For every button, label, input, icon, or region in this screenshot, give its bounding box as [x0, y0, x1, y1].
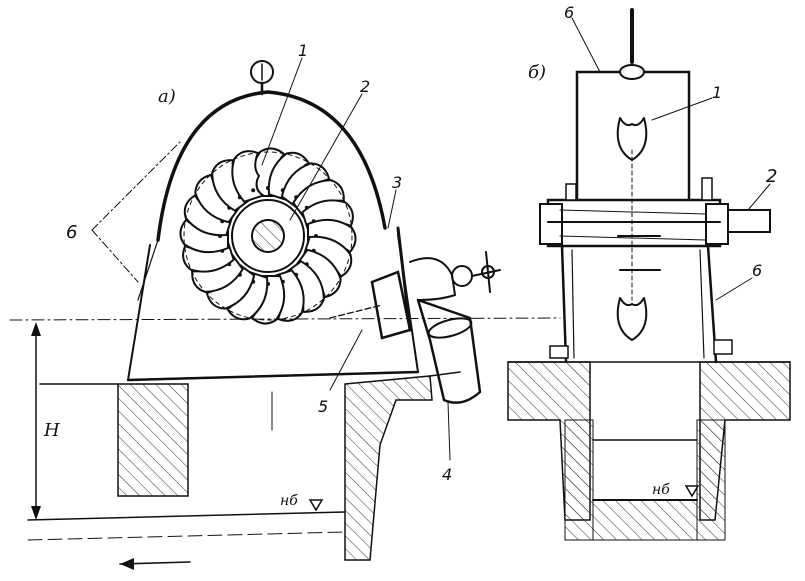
front-bucket-upper [616, 117, 648, 161]
front-upper-casing [575, 70, 691, 204]
front-lifting-nut [619, 64, 645, 80]
side-ground-line-right [429, 371, 461, 377]
front-view-label: б) [528, 62, 546, 83]
runner-pitch-circle [183, 151, 353, 321]
side-2-leader [289, 93, 363, 221]
front-lower-casing-inner-right [699, 249, 705, 359]
front-bolt-left [565, 183, 577, 201]
front-pit-wall-left [564, 419, 594, 541]
side-view: а) 1 2 3 4 5 6 Н нб [9, 41, 561, 570]
front-foot-right [713, 339, 733, 355]
front-2-leader [747, 183, 771, 211]
side-foundation-left [117, 383, 189, 497]
side-tailwater-label: нб [280, 493, 298, 509]
front-callout-6-top: 6 [564, 3, 574, 22]
side-6-leader-upper [91, 141, 181, 231]
front-1-leader [651, 97, 713, 121]
side-5-leader [329, 329, 363, 391]
side-pipe-flange [427, 317, 473, 339]
dimension-h-label: Н [43, 420, 60, 441]
front-6-side-leader [715, 277, 753, 301]
side-valve-icon [451, 265, 473, 287]
side-callout-4: 4 [442, 465, 452, 484]
side-nozzle-flange [396, 226, 412, 332]
side-valve-handwheel-bar [485, 251, 491, 293]
front-6-top-leader [571, 17, 601, 73]
side-pipe-bend [409, 257, 456, 301]
front-foot-left [549, 345, 569, 359]
side-callout-1: 1 [298, 41, 308, 60]
side-jet-line [329, 304, 383, 319]
runner-disc [231, 199, 305, 273]
front-bolt-right [701, 177, 713, 201]
side-callout-3: 3 [392, 173, 402, 192]
front-lower-casing-inner-left [571, 249, 575, 359]
front-bearing-left [539, 203, 563, 245]
side-callout-6: 6 [66, 222, 77, 243]
front-tailwater-label: нб [652, 482, 670, 498]
front-callout-2: 2 [766, 166, 777, 187]
side-3-leader [387, 189, 397, 229]
runner-shaft [251, 219, 285, 253]
side-supply-pipe [416, 298, 482, 404]
dimension-h-arrow-bottom-icon [31, 506, 41, 520]
runner-bolt [251, 188, 256, 193]
side-callout-5: 5 [318, 397, 328, 416]
front-view: б) 6 1 2 6 нб [507, 3, 791, 541]
side-6-leader-lower [91, 229, 139, 283]
front-beam-line-a [559, 209, 707, 215]
side-water-level-icon [308, 499, 324, 512]
front-bucket-lower [616, 297, 648, 341]
side-casing-edge [137, 239, 159, 301]
front-callout-6-side: 6 [752, 261, 762, 280]
jet-axis-line [9, 317, 561, 321]
dimension-h-arrow-top-icon [31, 322, 41, 336]
side-valve-spindle [471, 269, 501, 277]
side-casing [156, 90, 387, 242]
side-water-surface [27, 531, 346, 541]
side-foundation-right [344, 375, 433, 561]
front-shaft [727, 209, 771, 233]
side-flow-arrow-icon [120, 558, 134, 570]
side-1-leader [261, 57, 303, 166]
runner-buckets [179, 147, 357, 325]
side-casing-base [126, 370, 420, 382]
front-pit-floor [592, 499, 698, 541]
side-4-leader [447, 401, 451, 461]
side-view-label: а) [158, 86, 176, 107]
front-callout-1: 1 [712, 83, 722, 102]
front-beam-line-b [559, 235, 707, 241]
side-callout-2: 2 [360, 77, 370, 96]
front-bearing-right [705, 203, 729, 245]
front-pit-wall-right [696, 419, 726, 541]
front-water-level-icon [684, 485, 700, 498]
side-tailwater-line [27, 511, 346, 521]
